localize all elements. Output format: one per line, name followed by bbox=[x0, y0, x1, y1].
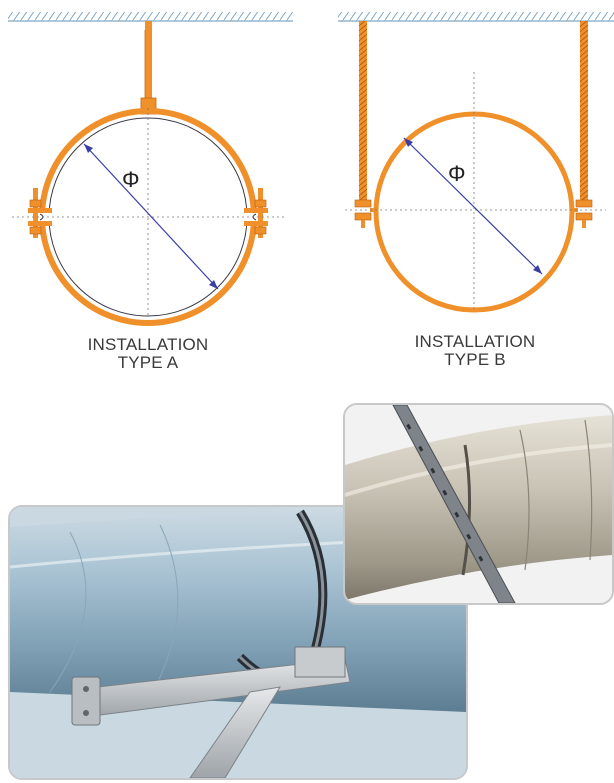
type-b-label: INSTALLATION TYPE B bbox=[375, 333, 575, 369]
type-a-label: INSTALLATION TYPE A bbox=[48, 336, 248, 372]
type-a-label-line1: INSTALLATION bbox=[87, 335, 209, 354]
type-a-clamp bbox=[28, 108, 268, 326]
type-b-centerlines bbox=[345, 72, 606, 312]
type-a-diameter-line bbox=[83, 143, 219, 290]
installation-diagram: Φ Φ bbox=[8, 12, 614, 326]
type-b-diameter-line bbox=[403, 137, 543, 275]
type-b-label-line2: TYPE B bbox=[444, 350, 506, 369]
ceiling-b bbox=[338, 12, 614, 22]
type-b-hangers bbox=[354, 21, 593, 228]
duct-with-strut-channel-photo bbox=[343, 403, 614, 605]
type-a-label-line2: TYPE A bbox=[117, 353, 179, 372]
type-b-label-line1: INSTALLATION bbox=[414, 332, 536, 351]
type-a-hanger bbox=[140, 21, 157, 115]
type-a-diameter-symbol: Φ bbox=[122, 167, 140, 192]
type-b-diameter-symbol: Φ bbox=[448, 161, 466, 186]
ceiling-a bbox=[8, 12, 293, 22]
